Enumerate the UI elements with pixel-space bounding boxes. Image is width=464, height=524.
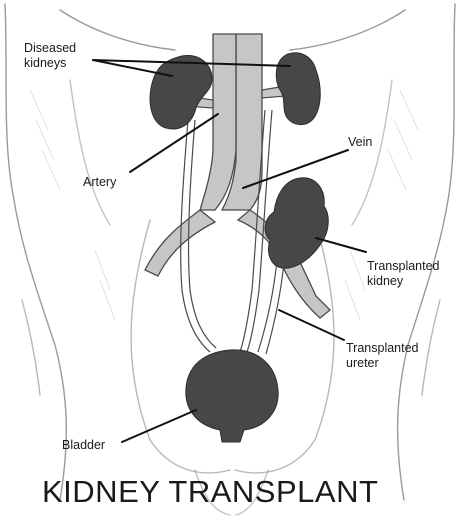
diseased-kidney-right <box>276 53 320 125</box>
label-artery: Artery <box>83 175 117 189</box>
label-vein: Vein <box>348 135 372 149</box>
label-diseased-kidneys-line1: Diseased <box>24 41 76 55</box>
bladder <box>186 350 278 442</box>
diseased-kidney-left <box>150 55 212 129</box>
transplanted-kidney <box>265 178 328 268</box>
label-transplanted-ureter-line2: ureter <box>346 356 379 370</box>
label-diseased-kidneys-line2: kidneys <box>24 56 66 70</box>
label-transplanted-ureter-line1: Transplanted <box>346 341 419 355</box>
diagram-title: KIDNEY TRANSPLANT <box>42 474 378 509</box>
label-transplanted-kidney-line2: kidney <box>367 274 404 288</box>
label-bladder: Bladder <box>62 438 105 452</box>
leader-transplanted-kidney <box>316 238 366 252</box>
transplanted-ureter <box>258 260 284 354</box>
leader-bladder <box>122 410 196 442</box>
label-transplanted-kidney-line1: Transplanted <box>367 259 440 273</box>
